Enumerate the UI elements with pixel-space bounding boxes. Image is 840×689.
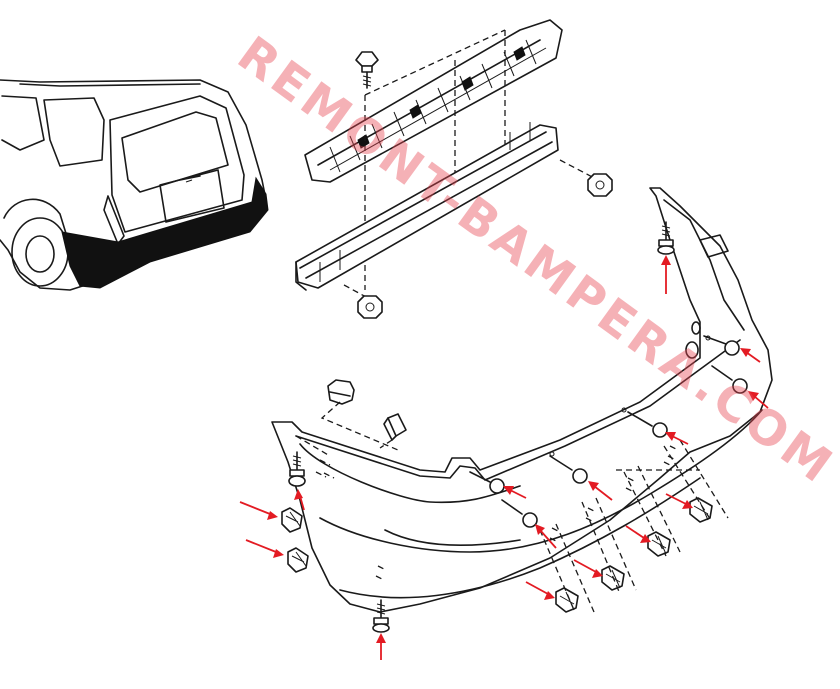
arrow-up-left-bolt [294, 489, 305, 511]
clip-top-left [327, 379, 355, 405]
absorber-bolt [355, 51, 379, 89]
arrow-clip-lower-1 [525, 581, 555, 600]
arrow-clip-lower-3 [625, 525, 651, 543]
lower-clip-guide-lines [539, 439, 729, 613]
arrow-up-bottom-bolt [376, 633, 386, 660]
red-arrows [239, 255, 769, 660]
bolt-left-top [288, 451, 306, 487]
screw-mid-4 [501, 499, 538, 528]
arrow-screw-right-2 [748, 391, 769, 409]
beam-nut-right [587, 173, 613, 197]
clip-lower-1 [555, 587, 579, 613]
screw-mid-1 [627, 411, 668, 438]
screw-right-1 [703, 335, 740, 356]
impact-absorber [304, 19, 563, 183]
clip-left-2 [287, 547, 309, 573]
bolt-right-top [657, 221, 675, 255]
arrow-screw-mid-4 [535, 524, 557, 549]
clip-lower-3 [647, 531, 671, 557]
arrow-clip-lower-2 [573, 559, 603, 578]
clip-left-1 [281, 507, 303, 533]
bolt-bottom [372, 599, 390, 633]
bumper-reinforcement-beam [295, 122, 559, 291]
arrow-up-right-bolt [661, 255, 671, 294]
arrow-clip-lower-4 [665, 493, 693, 509]
bracket-top-left [383, 413, 407, 441]
screw-right-2 [711, 365, 748, 394]
clip-lower-4 [689, 497, 713, 523]
clip-guide-lines [295, 401, 399, 457]
beam-nut-left [357, 295, 383, 319]
screw-mid-3 [469, 471, 505, 494]
arrow-clip-left-1 [239, 501, 278, 520]
bumper-cover [271, 187, 773, 613]
arrow-clip-left-2 [245, 539, 284, 558]
arrow-screw-right-1 [740, 348, 761, 363]
arrow-screw-mid-1 [665, 432, 689, 445]
screw-mid-2 [549, 455, 588, 484]
car-rear-view [0, 79, 269, 291]
arrow-screw-mid-2 [588, 481, 613, 501]
arrow-screw-mid-3 [503, 486, 527, 499]
